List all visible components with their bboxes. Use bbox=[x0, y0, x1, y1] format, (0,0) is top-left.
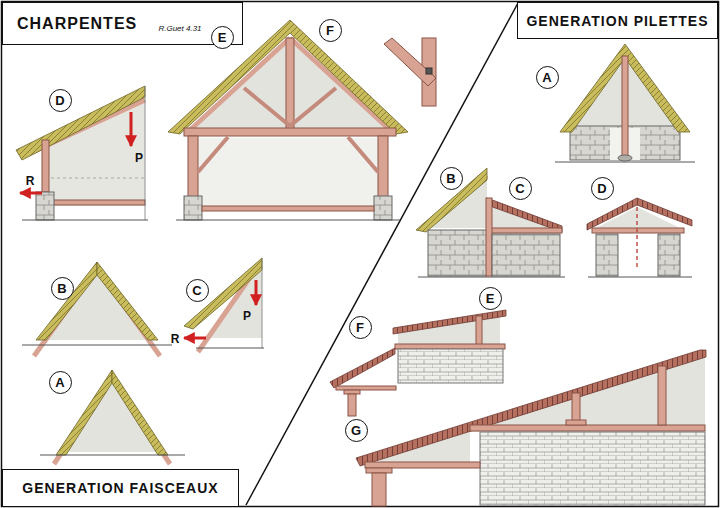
figure-letter-circle: C bbox=[186, 279, 209, 302]
section-heading: GENERATION FAISCEAUX bbox=[22, 480, 218, 496]
figure-letter-circle: E bbox=[211, 26, 234, 49]
figure-letter: B bbox=[446, 171, 455, 186]
figure-letter-circle: C bbox=[509, 177, 532, 200]
figure-letter: A bbox=[55, 375, 64, 390]
figure-letter: F bbox=[326, 23, 334, 38]
figure-letter-circle: F bbox=[349, 316, 372, 339]
title-box: CHARPENTES bbox=[2, 2, 243, 45]
figure-letter-circle: A bbox=[536, 66, 559, 89]
section-heading: GENERATION PILETTES bbox=[526, 13, 708, 29]
section-heading-box: GENERATION FAISCEAUX bbox=[2, 469, 239, 507]
figure-letter: C bbox=[192, 283, 201, 298]
section-heading-box: GENERATION PILETTES bbox=[517, 2, 718, 39]
force-label: P bbox=[243, 309, 251, 323]
figure-letter: B bbox=[57, 281, 66, 296]
figure-letter: F bbox=[356, 320, 364, 335]
signature: R.Guet 4.31 bbox=[158, 24, 201, 33]
timber-style bbox=[16, 20, 706, 506]
figure-letter-circle: G bbox=[345, 419, 368, 442]
force-label: R bbox=[171, 332, 180, 346]
force-label: R bbox=[26, 174, 35, 188]
figure-letter-circle: A bbox=[49, 371, 72, 394]
figure-letter: D bbox=[597, 181, 606, 196]
diagram-title: CHARPENTES bbox=[17, 15, 137, 33]
signature: R.Guet 4.31 bbox=[158, 24, 201, 33]
figure-letter-circle: F bbox=[319, 19, 342, 42]
figure-letter: D bbox=[55, 93, 64, 108]
force-label: P bbox=[135, 151, 143, 165]
figure-letter: A bbox=[542, 70, 551, 85]
figure-letter-circle: D bbox=[591, 177, 614, 200]
force-label: P bbox=[243, 309, 251, 323]
figure-letter: E bbox=[218, 30, 227, 45]
figure-letter: C bbox=[515, 181, 524, 196]
force-label: R bbox=[171, 332, 180, 346]
figure-letter-circle: B bbox=[440, 167, 463, 190]
figure-letter-circle: E bbox=[479, 287, 502, 310]
figure-letter-circle: B bbox=[51, 277, 74, 300]
figure-letter: G bbox=[351, 423, 361, 438]
figure-letter-circle: D bbox=[49, 89, 72, 112]
force-label: P bbox=[135, 151, 143, 165]
figure-letter: E bbox=[486, 291, 495, 306]
force-label: R bbox=[26, 174, 35, 188]
